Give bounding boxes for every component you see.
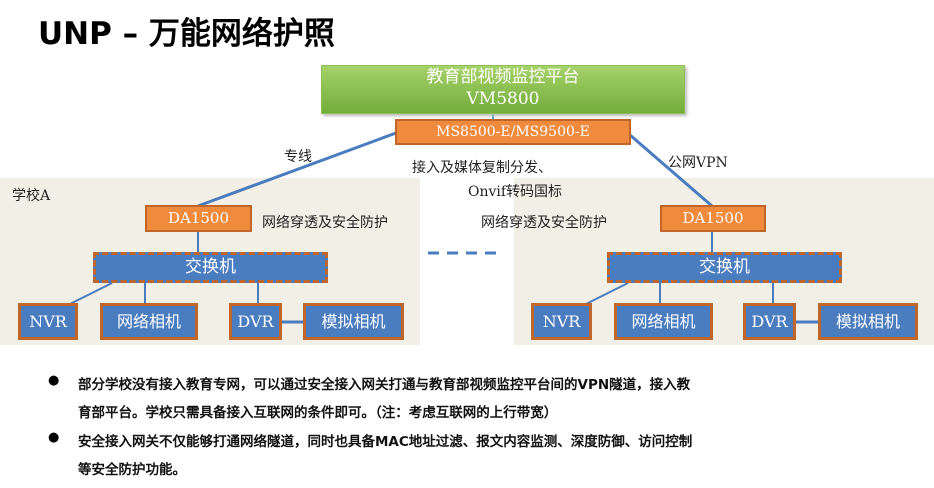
bullet-text: 部分学校没有接入教育专网，可以通过安全接入网关打通与教育部视频监控平台间的VPN… (78, 377, 691, 393)
bullet-text: 育部平台。学校只需具备接入互联网的条件即可。（注：考虑互联网的上行带宽） (78, 405, 558, 421)
gateway-desc-1: 接入及媒体复制分发、 (412, 160, 552, 176)
bullet-text: 安全接入网关不仅能够打通网络隧道，同时也具备MAC地址过滤、报文内容监测、深度防… (78, 434, 693, 450)
device-dvr: DVR (229, 303, 282, 340)
switch: 交换机 (607, 252, 842, 283)
platform-box: 教育部视频监控平台 VM5800 (321, 65, 685, 114)
device-ip-camera: 网络相机 (614, 303, 713, 340)
line-vpn (629, 133, 713, 208)
page-title: UNP – 万能网络护照 (38, 16, 335, 52)
gateway-desc-2: Onvif转码国标 (468, 184, 563, 200)
access-device: DA1500 (660, 205, 766, 232)
bullet-text: 等安全防护功能。 (78, 462, 186, 478)
platform-name: 教育部视频监控平台 (426, 67, 580, 87)
switch: 交换机 (93, 252, 328, 283)
bullet-icon: ● (48, 373, 60, 388)
platform-model: VM5800 (466, 89, 540, 109)
device-dvr: DVR (743, 303, 796, 340)
access-desc: 网络穿透及安全防护 (481, 215, 607, 231)
device-ip-camera: 网络相机 (100, 303, 198, 340)
device-nvr: NVR (18, 303, 78, 340)
device-analog-camera: 模拟相机 (818, 303, 918, 340)
school-label: 学校A (12, 188, 51, 204)
link-label-vpn: 公网VPN (668, 155, 728, 171)
gateway-box: MS8500-E/MS9500-E (395, 119, 631, 145)
access-device: DA1500 (145, 205, 252, 232)
device-analog-camera: 模拟相机 (303, 303, 404, 340)
access-desc: 网络穿透及安全防护 (262, 215, 388, 231)
link-label-dedicated: 专线 (284, 149, 312, 165)
bullet-icon: ● (48, 430, 60, 445)
device-nvr: NVR (531, 303, 592, 340)
line-dedicated (197, 131, 397, 208)
